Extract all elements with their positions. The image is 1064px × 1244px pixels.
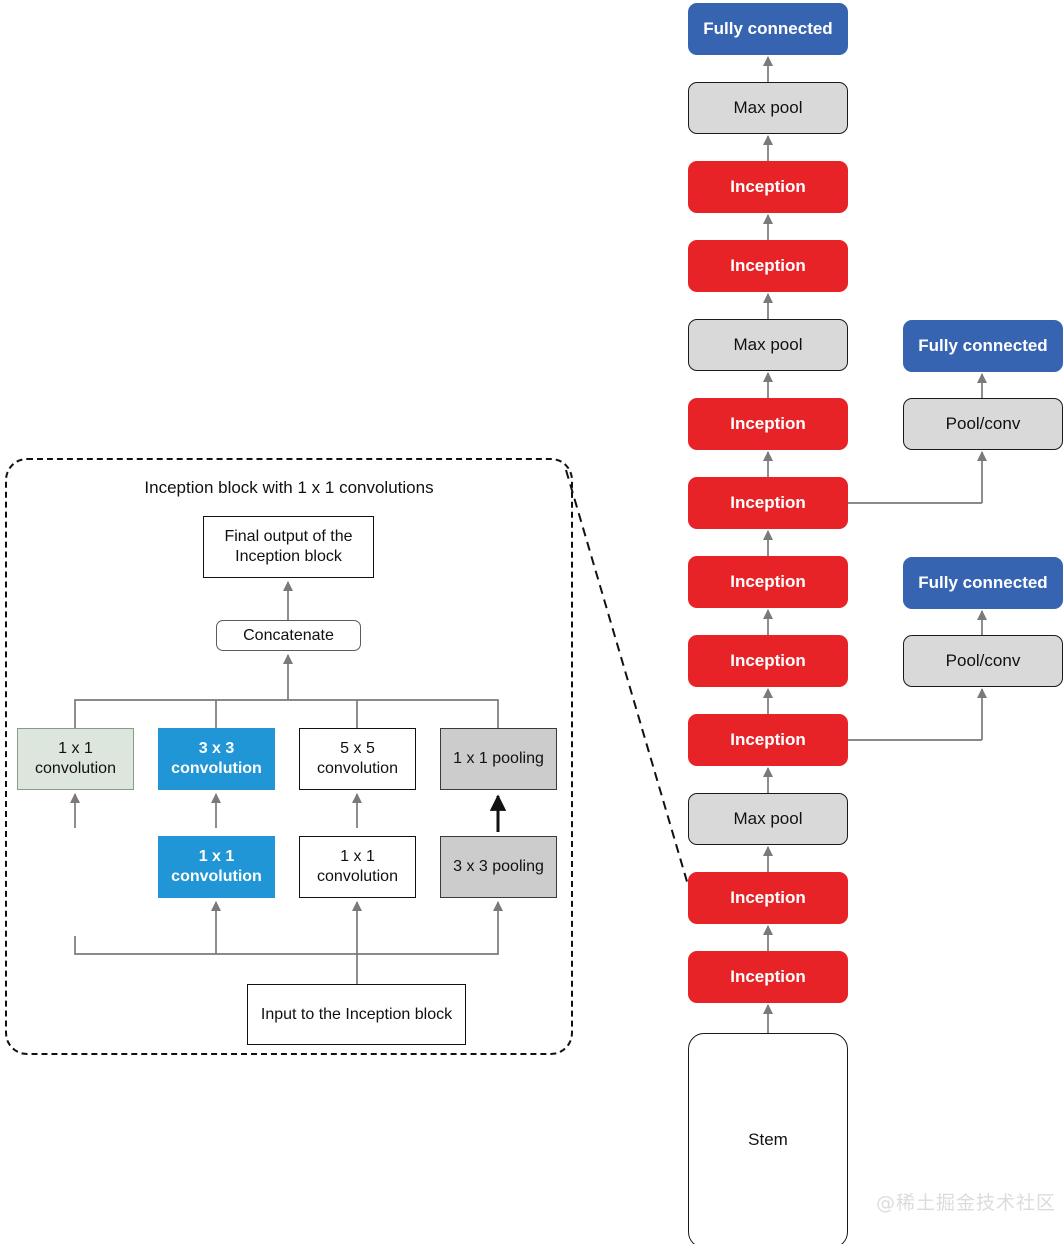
node-final-output[interactable]: Final output of the Inception block [203,516,374,578]
node-inception-9[interactable]: Inception [688,951,848,1003]
node-conv-1x1-reduce-3x3[interactable]: 1 x 1 convolution [158,836,275,898]
node-conv-3x3[interactable]: 3 x 3 convolution [158,728,275,790]
node-inception-1[interactable]: Inception [688,161,848,213]
inception-detail-title: Inception block with 1 x 1 convolutions [144,478,434,497]
watermark: @稀土掘金技术社区 [875,1192,1056,1214]
node-inception-3[interactable]: Inception [688,398,848,450]
node-stem[interactable]: Stem [688,1033,848,1244]
node-inception-8[interactable]: Inception [688,872,848,924]
node-fully-connected-aux-lower[interactable]: Fully connected [903,557,1063,609]
node-inception-7[interactable]: Inception [688,714,848,766]
node-max-pool-mid[interactable]: Max pool [688,319,848,371]
node-block-input[interactable]: Input to the Inception block [247,984,466,1045]
node-inception-4[interactable]: Inception [688,477,848,529]
node-inception-5[interactable]: Inception [688,556,848,608]
node-concatenate[interactable]: Concatenate [216,620,361,651]
node-conv-5x5[interactable]: 5 x 5 convolution [299,728,416,790]
node-inception-6[interactable]: Inception [688,635,848,687]
node-pooling-3x3[interactable]: 3 x 3 pooling [440,836,557,898]
node-pool-conv-aux-upper[interactable]: Pool/conv [903,398,1063,450]
node-max-pool-top[interactable]: Max pool [688,82,848,134]
node-conv-1x1-reduce-5x5[interactable]: 1 x 1 convolution [299,836,416,898]
node-conv-1x1-branch-a[interactable]: 1 x 1 convolution [17,728,134,790]
node-inception-2[interactable]: Inception [688,240,848,292]
node-fully-connected-top[interactable]: Fully connected [688,3,848,55]
node-pool-conv-aux-lower[interactable]: Pool/conv [903,635,1063,687]
node-max-pool-low[interactable]: Max pool [688,793,848,845]
node-pooling-1x1[interactable]: 1 x 1 pooling [440,728,557,790]
node-fully-connected-aux-upper[interactable]: Fully connected [903,320,1063,372]
